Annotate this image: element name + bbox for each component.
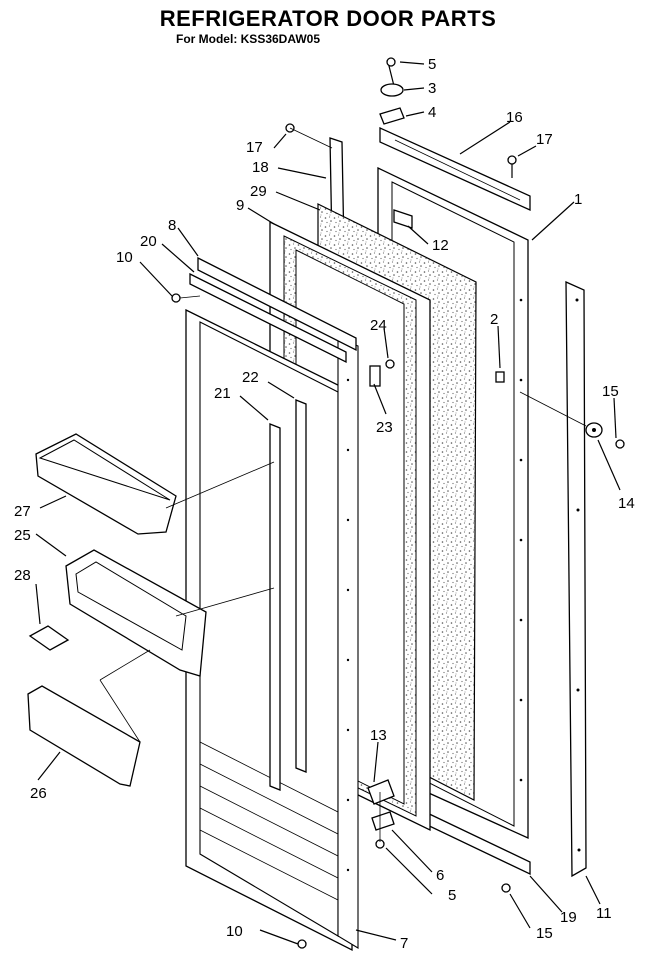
diagram-subtitle: For Model: KSS36DAW05	[175, 32, 321, 46]
part-11-side-trim	[565, 280, 587, 878]
callout-21: 21	[214, 385, 231, 402]
callout-15-bottom: 15	[536, 925, 553, 942]
part-6-hinge-shim	[371, 811, 395, 831]
part-15-screw-bottom	[501, 883, 511, 893]
callout-15-right: 15	[602, 383, 619, 400]
part-13-lower-hinge	[367, 779, 395, 805]
part-22-shelf-support	[295, 399, 307, 773]
callout-5-top: 5	[428, 56, 436, 73]
part-17-screw-right	[507, 155, 517, 178]
callout-14: 14	[618, 495, 635, 512]
callout-26: 26	[30, 785, 47, 802]
callout-8: 8	[168, 217, 176, 234]
part-5-screw-top	[386, 57, 396, 87]
callout-2: 2	[490, 311, 498, 328]
callout-7: 7	[400, 935, 408, 952]
callout-1: 1	[574, 191, 582, 208]
callout-10-top: 10	[116, 249, 133, 266]
part-10-screw-top	[171, 293, 181, 303]
part-20-breaker-strip	[189, 272, 347, 364]
part-27-door-bin	[35, 433, 177, 535]
part-25-dairy-compartment	[65, 549, 207, 677]
part-14-washer	[585, 422, 603, 438]
part-10-screw-bottom	[297, 939, 307, 949]
part-21-shelf-support	[269, 423, 281, 791]
part-12-bracket	[393, 209, 413, 229]
callout-4: 4	[428, 104, 436, 121]
diagram-title: REFRIGERATOR DOOR PARTS	[159, 6, 497, 31]
callout-24: 24	[370, 317, 387, 334]
callout-17-right: 17	[536, 131, 553, 148]
callout-3: 3	[428, 80, 436, 97]
callout-11: 11	[596, 905, 612, 922]
callout-27: 27	[14, 503, 31, 520]
callout-22: 22	[242, 369, 259, 386]
callout-13: 13	[370, 727, 387, 744]
part-28-dairy-door	[28, 625, 70, 651]
callout-9: 9	[236, 197, 244, 214]
callout-19: 19	[560, 909, 577, 926]
part-16-top-rail	[379, 126, 531, 212]
callout-12: 12	[432, 237, 449, 254]
callout-5-bottom: 5	[448, 887, 456, 904]
assembly-lines	[99, 127, 587, 842]
callout-17-left: 17	[246, 139, 263, 156]
part-23-bracket	[369, 365, 381, 387]
part-2-clip	[495, 371, 505, 383]
part-24-screw	[385, 359, 395, 369]
part-4-hinge-shim	[379, 107, 405, 125]
leader-lines	[35, 61, 621, 945]
callout-6: 6	[436, 867, 444, 884]
part-3-hinge	[380, 83, 404, 97]
part-15-screw-right	[615, 439, 625, 449]
callout-16: 16	[506, 109, 523, 126]
callout-20: 20	[140, 233, 157, 250]
callout-23: 23	[376, 419, 393, 436]
callout-29: 29	[250, 183, 267, 200]
part-8-breaker-strip	[197, 256, 357, 352]
callout-28: 28	[14, 567, 31, 584]
callout-labels: 5 3 4 16 17 17 18 1 29 9 12 8 20 10 2 24…	[14, 56, 635, 952]
callout-10-bottom: 10	[226, 923, 243, 940]
callout-18: 18	[252, 159, 269, 176]
part-26-bottom-trim	[27, 685, 141, 787]
callout-25: 25	[14, 527, 31, 544]
